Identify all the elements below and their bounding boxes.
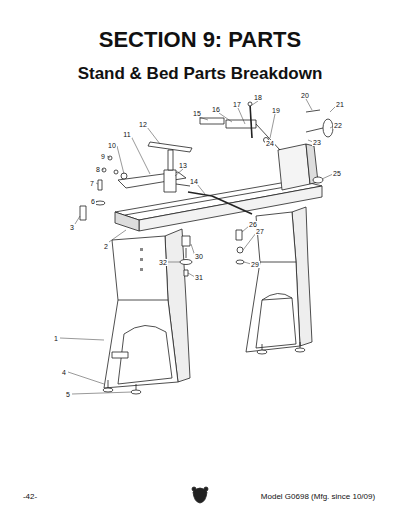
callout-number: 14 xyxy=(189,178,199,185)
callout-number: 3 xyxy=(69,224,75,231)
callout-number: 2 xyxy=(103,243,109,250)
callout-number: 16 xyxy=(211,106,221,113)
callout-number: 10 xyxy=(107,142,117,149)
callout-number: 23 xyxy=(312,139,322,146)
callout-number: 18 xyxy=(253,94,263,101)
callout-number: 32 xyxy=(158,259,168,266)
callout-number: 9 xyxy=(100,153,106,160)
callout-number: 25 xyxy=(332,170,342,177)
callout-number: 20 xyxy=(300,92,310,99)
callout-number: 19 xyxy=(271,107,281,114)
leader-lines xyxy=(60,99,336,394)
callout-number: 21 xyxy=(335,101,345,108)
tailstock xyxy=(200,102,333,190)
callout-number: 27 xyxy=(255,228,265,235)
callout-number: 12 xyxy=(138,121,148,128)
tool-rest-banjo xyxy=(114,142,192,192)
callout-number: 22 xyxy=(333,122,343,129)
callout-number: 8 xyxy=(95,166,101,173)
callout-number: 24 xyxy=(265,140,275,147)
small-parts xyxy=(80,156,244,276)
callout-number: 6 xyxy=(90,198,96,205)
callout-number: 26 xyxy=(248,221,258,228)
grizzly-logo xyxy=(192,487,208,503)
subtitle: Stand & Bed Parts Breakdown xyxy=(78,65,323,82)
callout-number: 5 xyxy=(65,391,71,398)
footer-text: Model G0698 (Mfg. since 10/09) xyxy=(261,493,375,501)
callout-number: 13 xyxy=(178,162,188,169)
callout-number: 29 xyxy=(250,261,260,268)
callout-number: 30 xyxy=(194,253,204,260)
left-leg xyxy=(104,229,190,388)
callout-number: 4 xyxy=(61,369,67,376)
lever-14 xyxy=(188,192,252,214)
right-leg xyxy=(246,207,312,352)
callout-number: 7 xyxy=(89,180,95,187)
callout-number: 11 xyxy=(122,131,131,138)
page-title: SECTION 9: PARTS xyxy=(0,29,400,51)
footer-text: -42- xyxy=(23,493,37,501)
feet xyxy=(103,342,305,394)
callout-number: 17 xyxy=(232,101,242,108)
callout-number: 15 xyxy=(192,110,202,117)
callout-number: 1 xyxy=(53,335,59,342)
callout-number: 31 xyxy=(194,274,204,281)
